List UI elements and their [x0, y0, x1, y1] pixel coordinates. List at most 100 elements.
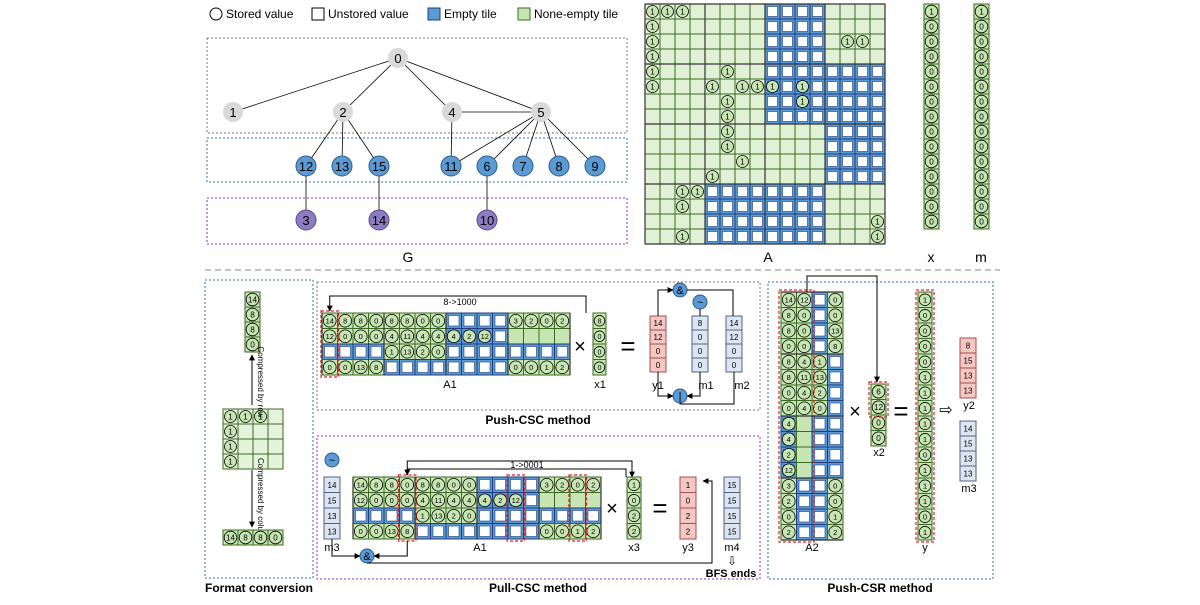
matrix-a-tile-bg [660, 214, 675, 229]
push-csr-a2-cell [796, 431, 813, 448]
push-csr-a2-empty-inner [829, 464, 841, 476]
push-csc-m1-text: 0 [698, 333, 703, 342]
matrix-a-value-circle [871, 215, 884, 228]
push-csc-a1-value-text: 0 [359, 332, 363, 341]
push-csr-a2-value-text: 13 [831, 326, 839, 335]
pull-csc-a1-value-text: 4 [421, 496, 425, 505]
matrix-a-empty-inner [812, 66, 823, 77]
matrix-a-tile-bg [810, 169, 825, 184]
push-csr-a2-empty-inner [829, 449, 841, 461]
push-csr-a2-value-circle [812, 354, 827, 369]
vector-x-text: 0 [929, 202, 934, 211]
matrix-a-empty-inner [707, 201, 718, 212]
legend-nonempty-swatch [517, 7, 531, 21]
push-csc-a1-value-circle [353, 329, 368, 344]
pull-csc-line-b [373, 541, 408, 559]
push-csc-a1-value-circle [431, 344, 446, 359]
matrix-a-value-text: 1 [725, 112, 730, 121]
matrix-a-tile-bg [870, 34, 885, 49]
tree-node-gray [333, 102, 353, 122]
matrix-a-value-circle [706, 80, 719, 93]
push-csc-line-e [686, 372, 701, 399]
push-csr-a2-empty-inner [814, 511, 826, 523]
push-csr-y-circle [918, 402, 932, 415]
matrix-a-empty-inner [857, 111, 868, 122]
matrix-a-value-circle [676, 5, 689, 18]
format-matrix-bg [238, 424, 253, 439]
matrix-a-value-circle [796, 80, 809, 93]
push-csr-y2-text: 13 [964, 372, 973, 381]
matrix-a-tile-bg [855, 184, 870, 199]
matrix-a-tile-bg [750, 64, 765, 79]
push-csc-a1-cell [538, 328, 555, 345]
matrix-a-empty-inner [872, 66, 883, 77]
push-csr-a2-empty-inner [814, 449, 826, 461]
push-csr-y-circle [918, 495, 932, 508]
matrix-a-empty-inner [782, 231, 793, 242]
matrix-a-empty-inner [722, 201, 733, 212]
matrix-a-value-circle [766, 80, 779, 93]
push-csr-a2-value-circle [812, 385, 827, 400]
push-csr-y-circle [918, 293, 932, 306]
push-csc-a1-value-circle [477, 329, 492, 344]
matrix-a-tile-bg [675, 79, 690, 94]
matrix-a-tile-bg [825, 184, 840, 199]
pull-csc-a1-empty-inner [386, 510, 398, 522]
push-csr-y-circle [918, 417, 932, 430]
push-csc-a1-empty-inner [494, 361, 506, 373]
pull-csc-a1-empty-inner [448, 525, 460, 537]
push-csc-y-text: 0 [656, 347, 661, 356]
format-matrix-value-text: 1 [228, 412, 233, 421]
matrix-a-tile-bg [675, 49, 690, 64]
push-csr-a2-value-circle [781, 494, 796, 509]
vector-x-text: 0 [929, 82, 934, 91]
pull-csc-a1-cell [569, 492, 586, 509]
matrix-a-empty-inner [812, 186, 823, 197]
pull-csc-a1-value-text: 4 [483, 496, 487, 505]
matrix-a-tile-bg [720, 49, 735, 64]
matrix-a-tile-bg [750, 109, 765, 124]
pull-csc-a1-empty-inner [525, 510, 537, 522]
tree-edge [342, 111, 380, 167]
legend-stored-swatch [209, 7, 223, 21]
push-csc-a1-empty-inner [479, 346, 491, 358]
vector-m-text: 0 [979, 22, 984, 31]
pull-csc-y-text: 0 [686, 496, 691, 505]
push-csr-y-text: 0 [923, 513, 927, 522]
matrix-a-tile-bg [660, 49, 675, 64]
push-csr-a2-value-text: 3 [787, 481, 791, 490]
push-csr-m3-text: 13 [964, 455, 973, 464]
matrix-a-empty-inner [722, 216, 733, 227]
matrix-a-value-circle [751, 80, 764, 93]
push-csc-a1-empty-inner [479, 315, 491, 327]
matrix-a-value-text: 1 [800, 97, 805, 106]
push-csc-a1-value-text: 8 [390, 316, 394, 325]
push-csr-a2-value-circle [781, 463, 796, 478]
pull-csc-a1-value-circle [400, 524, 415, 539]
vector-x-circle [924, 214, 939, 229]
tree-node-blue [295, 155, 317, 177]
tree-node-label: 10 [480, 213, 494, 228]
push-csc-a1-value-circle [384, 329, 399, 344]
push-csr-a2-value-circle [781, 509, 796, 524]
matrix-a-empty-inner [812, 96, 823, 107]
tree-node-label: 3 [302, 213, 309, 228]
push-csr-x-circle [871, 431, 886, 445]
push-csc-a1-value-circle [462, 329, 477, 344]
matrix-a-tile-bg [720, 154, 735, 169]
matrix-a-empty-inner [707, 216, 718, 227]
format-matrix-bg [238, 439, 253, 454]
matrix-a-tile-bg [840, 19, 855, 34]
matrix-a-tile-bg [705, 34, 720, 49]
push-csc-a1-empty-inner [494, 330, 506, 342]
format-matrix-bg [253, 424, 268, 439]
matrix-a-tile-bg [690, 154, 705, 169]
push-csr-a2-value-circle [781, 370, 796, 385]
pull-csc-a1-value-text: 8 [374, 480, 378, 489]
pull-csc-a1-value-text: 12 [357, 496, 365, 505]
push-csr-a2-value-text: 0 [802, 311, 806, 320]
pull-csc-m4-text: 15 [728, 481, 737, 490]
pull-csc-a1-empty-inner [494, 479, 506, 491]
legend-empty-label: Empty tile [444, 7, 497, 21]
